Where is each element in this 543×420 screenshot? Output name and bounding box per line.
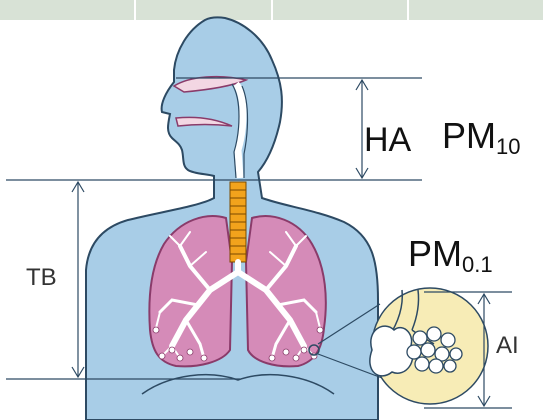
pm10-base: PM (442, 115, 496, 156)
tb-region-label: TB (26, 266, 57, 290)
pm01-subscript: 0.1 (462, 252, 493, 277)
alveolar-sac-left (370, 326, 413, 376)
pm01-label: PM0.1 (408, 236, 493, 276)
pm10-label: PM10 (442, 118, 520, 158)
ha-region-label: HA (364, 123, 411, 157)
pm01-base: PM (408, 233, 462, 274)
tb-dimension-arrow (72, 182, 84, 377)
ai-region-label: AI (496, 334, 519, 358)
pm10-subscript: 10 (496, 134, 520, 159)
